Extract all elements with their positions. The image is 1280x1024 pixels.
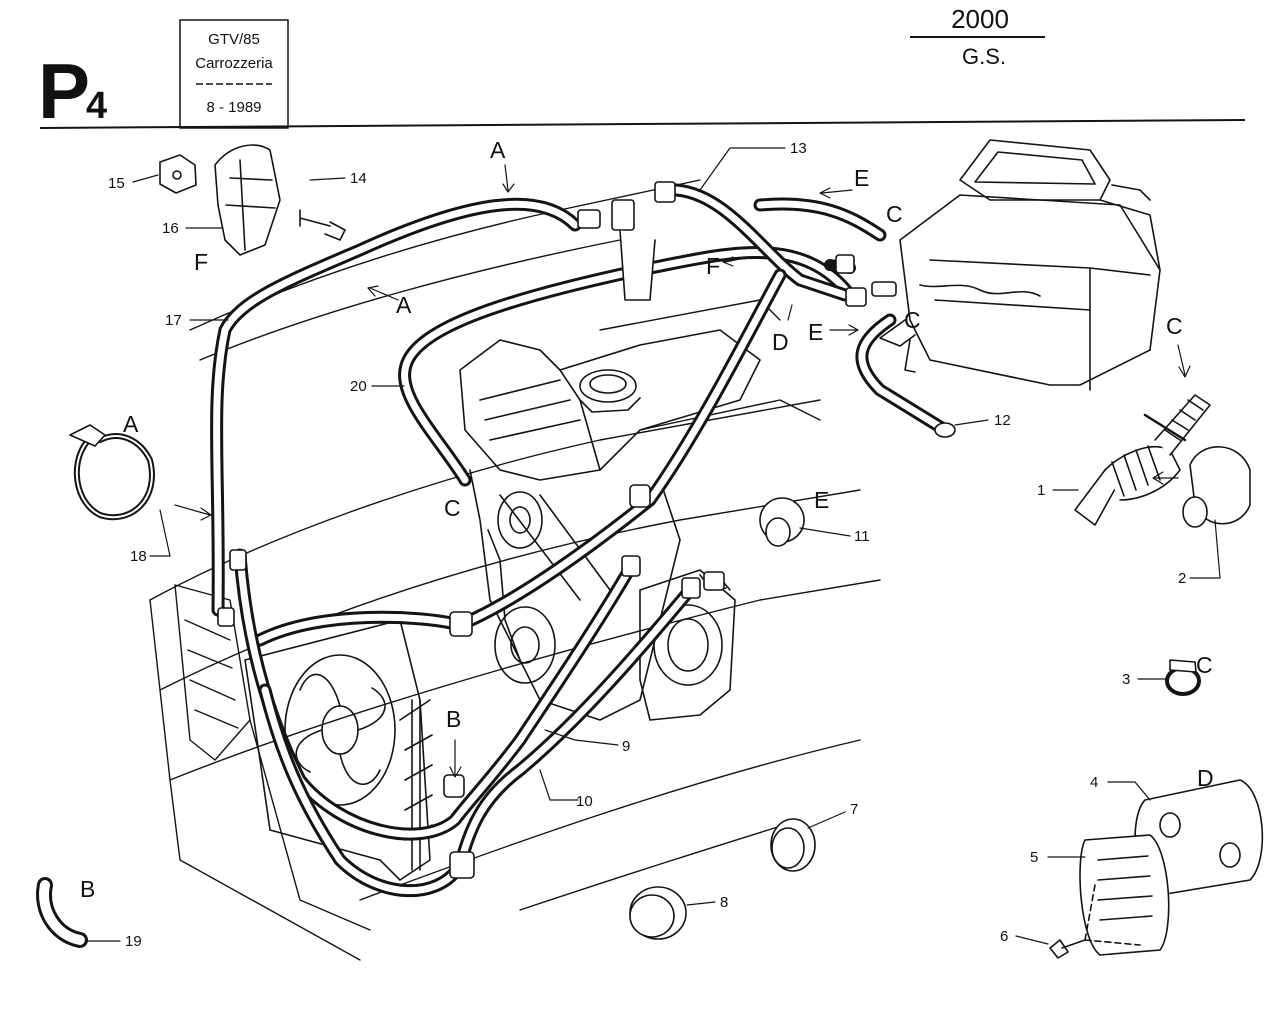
cover-5 <box>1079 834 1170 956</box>
letter-d-hose: D <box>772 329 789 355</box>
letter-f-bracket: F <box>194 249 208 275</box>
callout-12: 12 <box>994 412 1011 429</box>
engine-variant: G.S. <box>962 44 1006 69</box>
letter-e-grommet: E <box>814 487 829 513</box>
bracket-16 <box>214 144 281 256</box>
callout-15: 15 <box>108 175 125 192</box>
letter-a-hose-top: A <box>490 137 506 163</box>
hoses <box>210 183 952 898</box>
nut-15 <box>159 154 197 194</box>
callout-7: 7 <box>850 801 858 818</box>
hose-17 <box>210 197 582 617</box>
callout-4: 4 <box>1090 774 1098 791</box>
screw-6 <box>1049 939 1086 959</box>
hose-fittings <box>217 181 956 879</box>
engine-size: 2000 <box>951 4 1009 34</box>
leader-lines <box>84 147 1221 945</box>
letter-e-hose-top: E <box>854 165 869 191</box>
callout-18: 18 <box>130 548 147 565</box>
model-name: GTV/85 <box>208 31 260 48</box>
model-date: 8 - 1989 <box>206 99 261 116</box>
letter-c-valve: C <box>904 307 921 333</box>
letter-e-hose-mid: E <box>808 319 823 345</box>
letter-b-elbow: B <box>80 876 95 902</box>
heater-unit <box>879 139 1161 391</box>
callout-6: 6 <box>1000 928 1008 945</box>
letter-a-clamp: A <box>123 411 139 437</box>
radiator <box>244 619 433 881</box>
header-rule <box>39 119 1246 129</box>
callout-3: 3 <box>1122 671 1130 688</box>
callout-19: 19 <box>125 933 142 950</box>
page-code-sub: 4 <box>86 85 107 127</box>
callout-2: 2 <box>1178 570 1186 587</box>
callout-11: 11 <box>854 528 870 545</box>
callout-1: 1 <box>1037 482 1045 499</box>
header: P 4 GTV/85 Carrozzeria 8 - 1989 2000 G.S… <box>38 4 1246 135</box>
callout-9: 9 <box>622 738 630 755</box>
connection-letters: A A A B B C C C C C D D E E E F F <box>80 137 1214 902</box>
letter-c-connector: C <box>1166 313 1183 339</box>
callout-13: 13 <box>790 140 807 157</box>
letter-d-gasket: D <box>1197 765 1214 791</box>
callout-16: 16 <box>162 220 179 237</box>
model-section: Carrozzeria <box>195 55 273 72</box>
letter-c-heater: C <box>886 201 903 227</box>
callout-14: 14 <box>350 170 367 187</box>
callout-numbers: 1 2 3 4 5 6 7 8 9 10 11 12 13 14 15 16 1… <box>108 140 1186 950</box>
letter-f-hose: F <box>706 253 720 279</box>
letter-b-hose: B <box>446 706 461 732</box>
loose-parts <box>36 144 1264 959</box>
letter-c-hose-20: C <box>444 495 461 521</box>
page-code: P <box>38 47 90 135</box>
hose-lower-cross <box>253 268 787 647</box>
callout-5: 5 <box>1030 849 1038 866</box>
callout-10: 10 <box>576 793 593 810</box>
letter-c-clamp: C <box>1196 652 1213 678</box>
callout-8: 8 <box>720 894 728 911</box>
callout-17: 17 <box>165 312 182 329</box>
screw-14 <box>299 209 346 241</box>
letter-a-hose-mid: A <box>396 292 412 318</box>
callout-20: 20 <box>350 378 367 395</box>
model-box <box>179 19 289 129</box>
